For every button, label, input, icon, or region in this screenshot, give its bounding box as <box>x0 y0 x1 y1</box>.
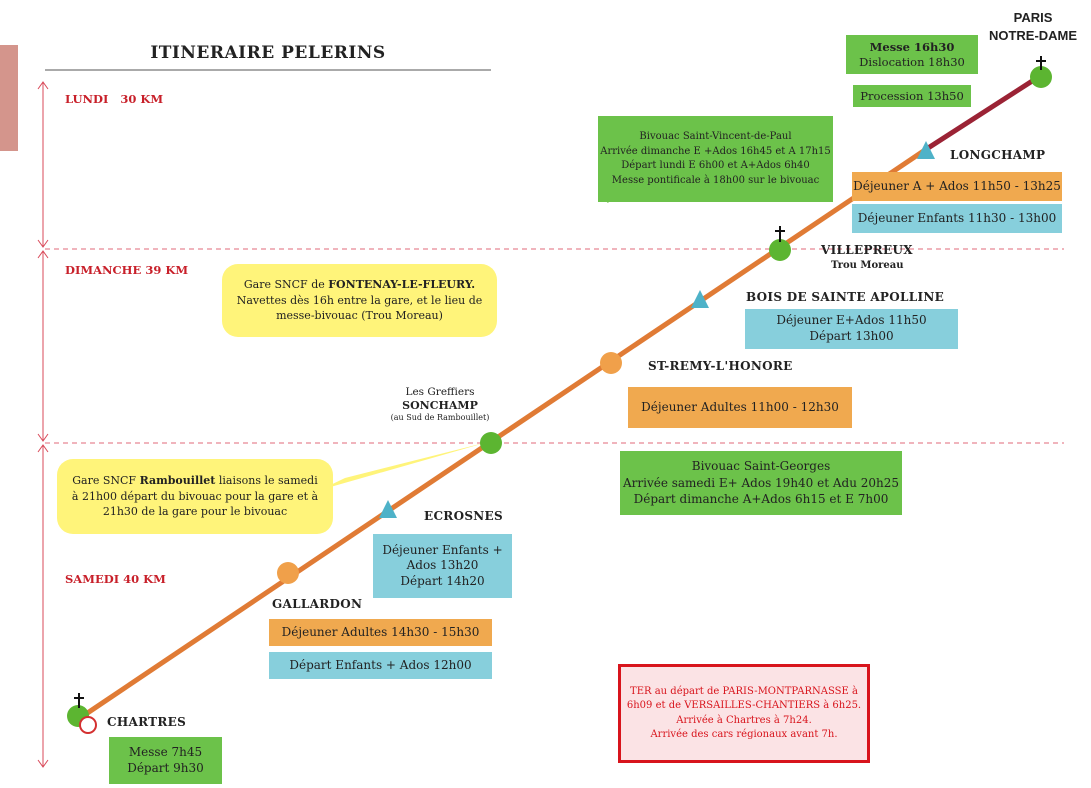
box-st-remy: Déjeuner Adultes 11h00 - 12h30 <box>628 387 852 428</box>
stop-stremy-marker <box>600 352 622 374</box>
callout-text: Gare SNCF de <box>243 277 329 291</box>
destination-label: PARIS NOTRE-DAME <box>978 9 1088 45</box>
place-bois-sainte-apolline: BOIS DE SAINTE APOLLINE <box>746 290 945 304</box>
day-name: SAMEDI <box>65 572 120 586</box>
day-km: 40 KM <box>123 572 166 586</box>
box-line: Départ lundi E 6h00 et A+Ados 6h40 <box>621 160 810 171</box>
triangle-icon-ecrosnes <box>379 500 397 518</box>
box-longchamp-adultes: Déjeuner A + Ados 11h50 - 13h25 <box>852 172 1062 201</box>
place-gallardon: GALLARDON <box>272 597 363 611</box>
box-line: Bivouac Saint-Vincent-de-Paul <box>639 131 792 142</box>
box-line: Ados 13h20 <box>406 558 479 573</box>
box-line: Messe 7h45 <box>128 744 203 759</box>
box-longchamp-enfants: Déjeuner Enfants 11h30 - 13h00 <box>852 204 1062 233</box>
box-line: Arrivée à Chartres à 7h24. <box>676 714 812 726</box>
day-km: 30 KM <box>120 92 164 106</box>
place-ecrosnes: ECROSNES <box>424 509 503 523</box>
box-gallardon-adultes: Déjeuner Adultes 14h30 - 15h30 <box>269 619 492 646</box>
triangle-icon-bois <box>691 290 709 308</box>
callout-line: à 21h00 départ du bivouac pour la gare e… <box>71 489 319 503</box>
destination-line2: NOTRE-DAME <box>988 28 1078 44</box>
box-procession: Procession 13h50 <box>853 85 971 107</box>
box-line: Dislocation 18h30 <box>859 54 965 69</box>
box-gallardon-enfants: Départ Enfants + Ados 12h00 <box>269 652 492 679</box>
stop-gallardon-marker <box>277 562 299 584</box>
callout-line: 21h30 de la gare pour le bivouac <box>102 505 288 519</box>
cross-icon-villepreux <box>775 226 785 242</box>
place-st-remy: ST-REMY-L'HONORE <box>648 359 793 373</box>
callout-bold-text: Rambouillet <box>139 473 216 487</box>
place-sonchamp-top: Les Greffiers <box>405 386 475 398</box>
stop-villepreux-marker <box>769 239 791 261</box>
place-villepreux-sub: Trou Moreau <box>831 260 904 271</box>
box-line: Départ 13h00 <box>809 329 894 343</box>
box-chartres: Messe 7h45 Départ 9h30 <box>109 737 222 784</box>
callout-fontenay: Gare SNCF de FONTENAY-LE-FLEURY. Navette… <box>222 264 497 337</box>
box-line: Départ 9h30 <box>127 760 204 775</box>
box-line: Départ 14h20 <box>400 573 485 588</box>
box-line: Bivouac Saint-Georges <box>691 458 831 473</box>
destination-line1: PARIS <box>1013 10 1053 25</box>
day-name: DIMANCHE <box>65 263 142 277</box>
callout-line: Gare SNCF de FONTENAY-LE-FLEURY. <box>244 277 475 293</box>
cross-icon-paris <box>1036 56 1046 70</box>
place-sonchamp-name: SONCHAMP <box>402 399 478 413</box>
box-ter-info: TER au départ de PARIS-MONTPARNASSE à 6h… <box>618 664 870 763</box>
box-ecrosnes: Déjeuner Enfants + Ados 13h20 Départ 14h… <box>373 534 512 598</box>
box-line: Arrivée des cars régionaux avant 7h. <box>650 729 838 740</box>
page-title: ITINERAIRE PELERINS <box>150 43 386 63</box>
stop-chartres-start-ring <box>79 716 97 734</box>
place-villepreux: VILLEPREUX <box>821 243 913 257</box>
place-sonchamp-sub: (au Sud de Rambouillet) <box>390 412 490 422</box>
side-tab <box>0 45 18 151</box>
box-bivouac-saint-georges: Bivouac Saint-Georges Arrivée samedi E+ … <box>620 451 902 515</box>
day-label-samedi: SAMEDI 40 KM <box>65 572 166 586</box>
callout-text: liaisons le samedi <box>215 473 318 487</box>
triangle-icon-longchamp <box>917 141 935 159</box>
box-bois: Déjeuner E+Ados 11h50 Départ 13h00 <box>745 309 958 349</box>
day-range-arrows <box>37 81 49 768</box>
route-line-dark <box>922 73 1043 153</box>
route-line-orange <box>77 145 931 721</box>
place-longchamp: LONGCHAMP <box>950 148 1046 162</box>
box-line: Déjeuner E+Ados 11h50 <box>776 313 927 328</box>
day-label-lundi: LUNDI 30 KM <box>65 92 163 106</box>
stop-paris-marker <box>1030 66 1052 88</box>
callout-line: messe-bivouac (Trou Moreau) <box>276 309 443 323</box>
cross-icon-chartres <box>74 693 84 708</box>
box-line: Messe 16h30 <box>869 39 955 54</box>
day-km: 39 KM <box>145 263 189 277</box>
box-line: TER au départ de PARIS-MONTPARNASSE à <box>630 685 858 697</box>
box-bivouac-saint-vincent: Bivouac Saint-Vincent-de-Paul Arrivée di… <box>598 116 833 202</box>
rambouillet-callout-tail <box>320 442 488 490</box>
day-name: LUNDI <box>65 92 109 106</box>
box-line: 6h09 et de VERSAILLES-CHANTIERS à 6h25. <box>626 700 862 711</box>
box-line: Arrivée samedi E+ Ados 19h40 et Adu 20h2… <box>622 475 900 490</box>
box-line: Arrivée dimanche E +Ados 16h45 et A 17h1… <box>600 145 831 157</box>
box-paris-messe: Messe 16h30 Dislocation 18h30 <box>846 35 978 74</box>
box-line: Messe pontificale à 18h00 sur le bivouac <box>611 174 820 186</box>
callout-line: Gare SNCF Rambouillet liaisons le samedi <box>72 473 317 489</box>
box-line: Déjeuner Enfants + <box>382 542 503 557</box>
stop-sonchamp-marker <box>480 432 502 454</box>
day-label-dimanche: DIMANCHE 39 KM <box>65 263 188 277</box>
place-chartres: CHARTRES <box>107 715 187 729</box>
callout-rambouillet: Gare SNCF Rambouillet liaisons le samedi… <box>57 459 333 534</box>
callout-text: Gare SNCF <box>72 473 140 487</box>
callout-line: Navettes dès 16h entre la gare, et le li… <box>236 293 483 307</box>
callout-bold-text: FONTENAY-LE-FLEURY. <box>328 277 476 291</box>
box-line: Départ dimanche A+Ados 6h15 et E 7h00 <box>633 492 889 507</box>
place-sonchamp: Les Greffiers SONCHAMP (au Sud de Rambou… <box>370 386 510 423</box>
